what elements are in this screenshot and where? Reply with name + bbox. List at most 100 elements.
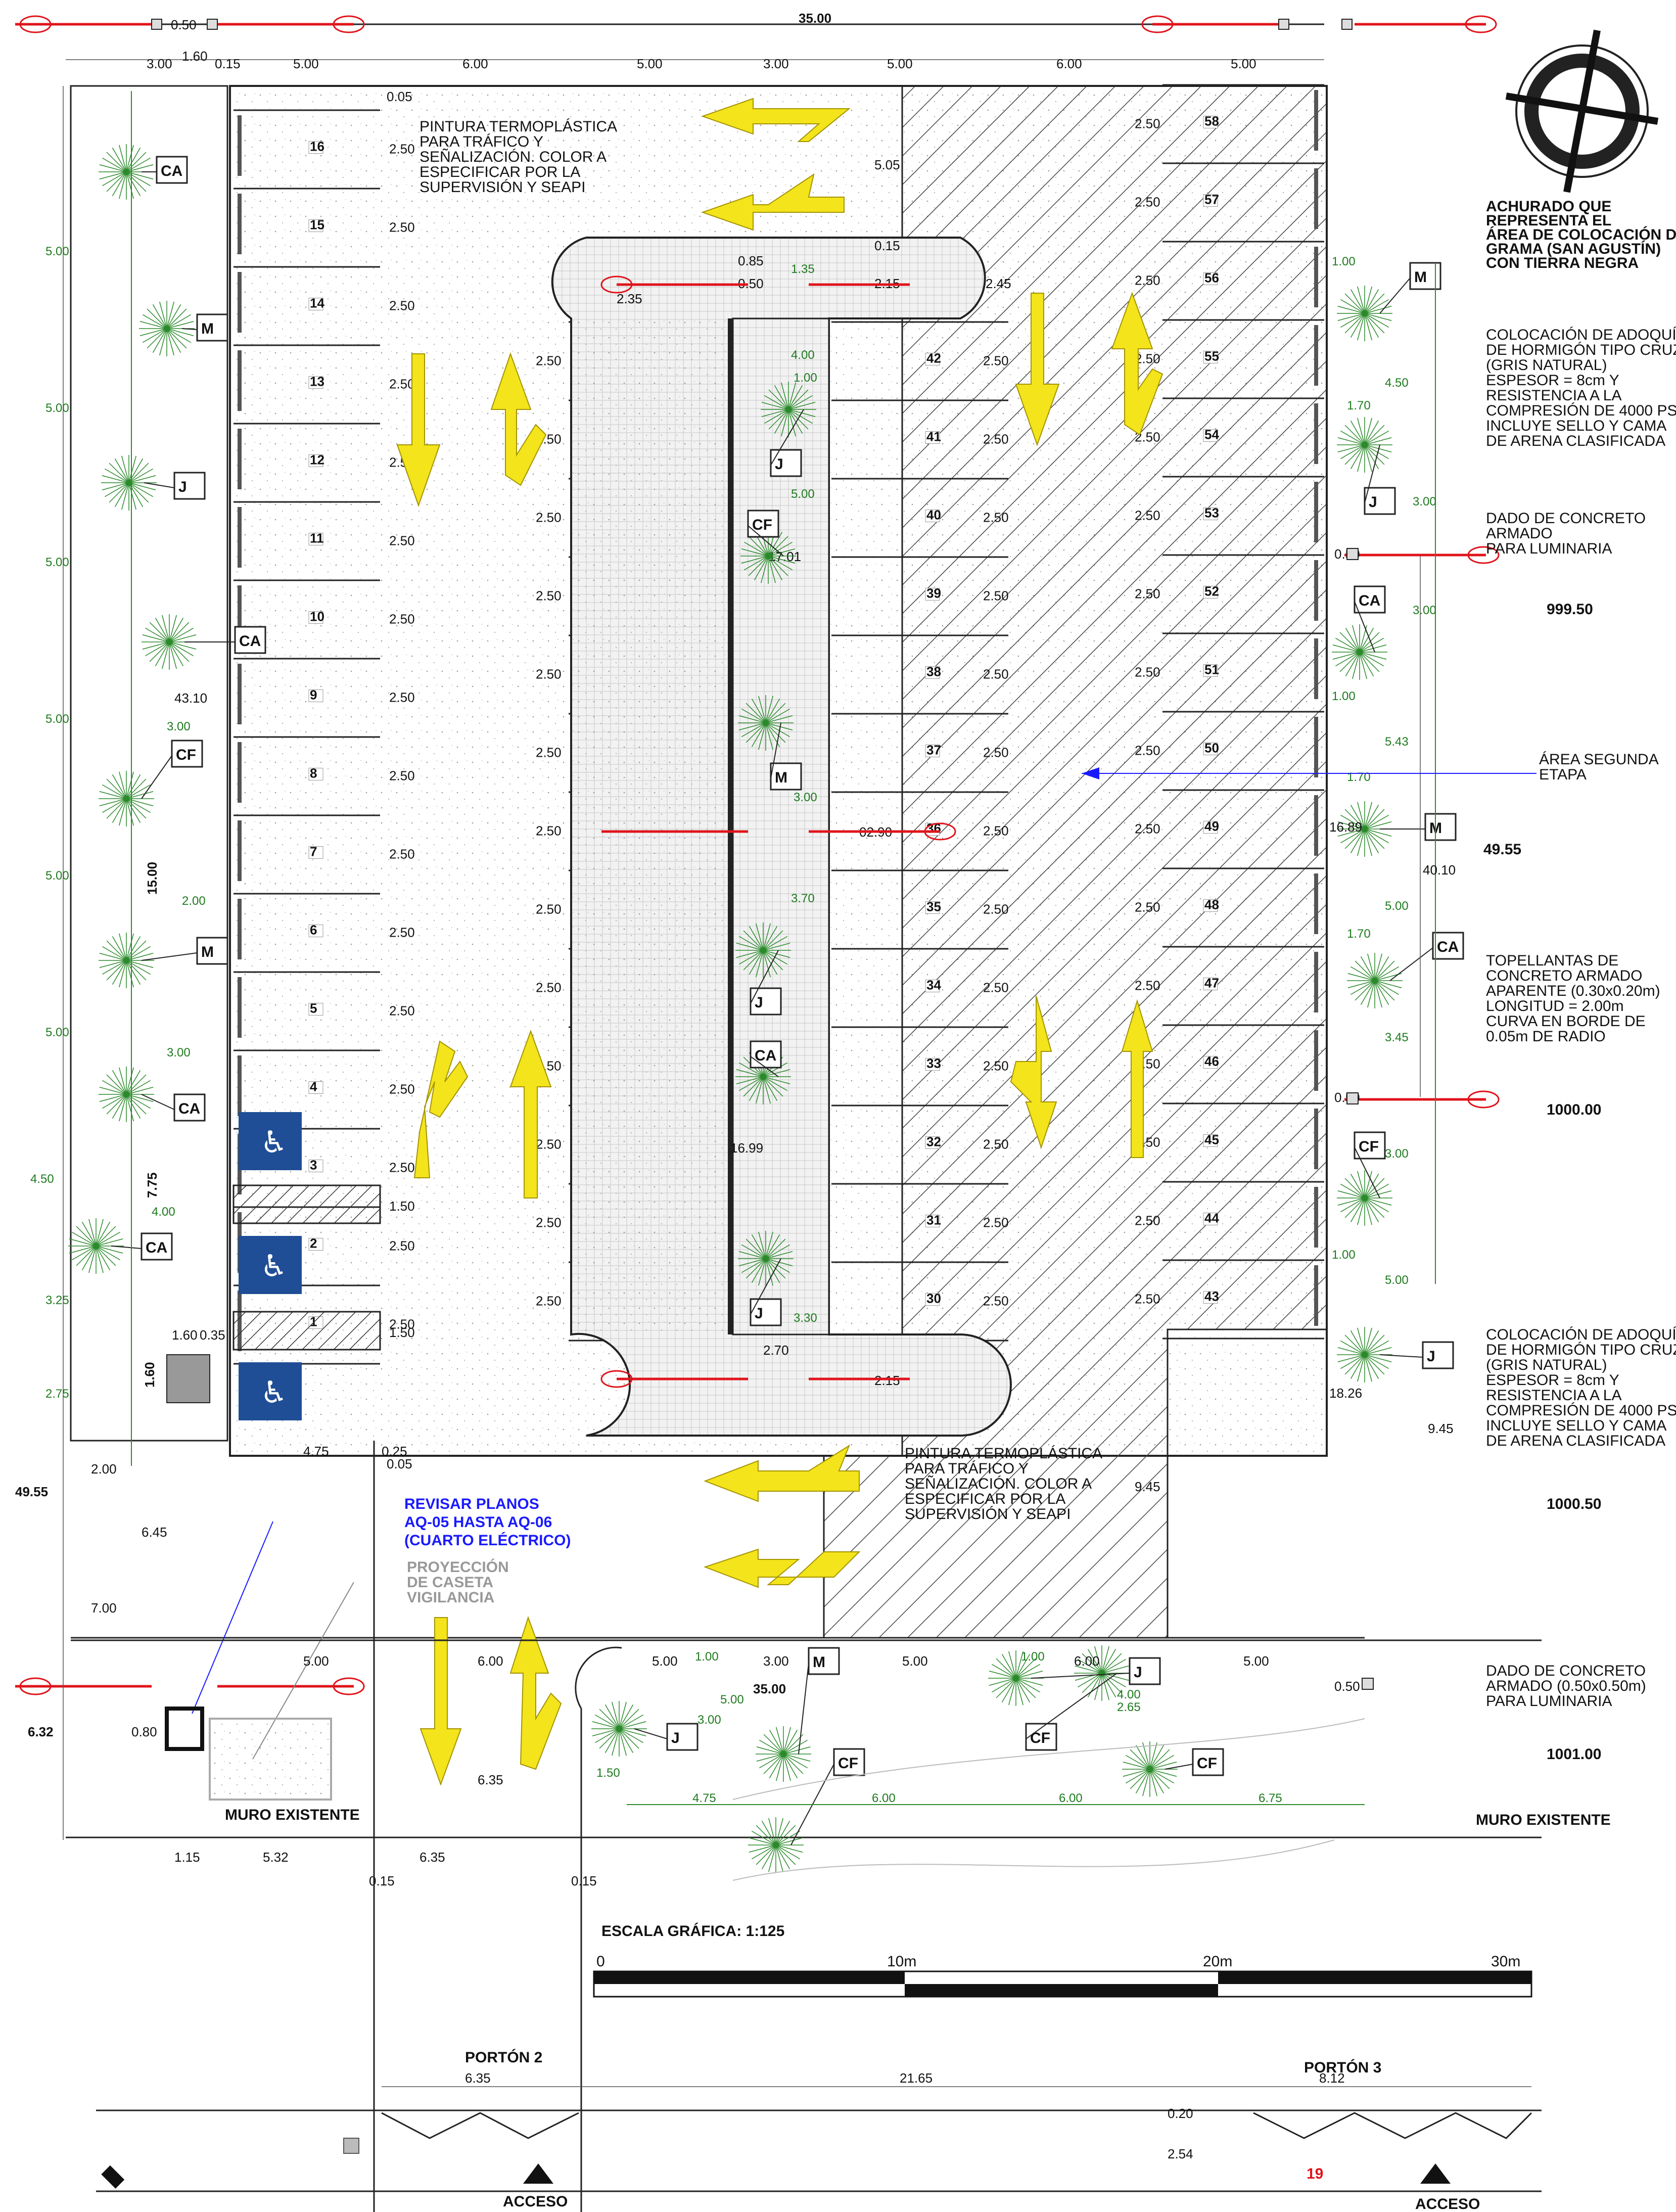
island-d235: 2.35 (617, 291, 642, 306)
tree-icon (1332, 624, 1387, 680)
top-dimensions: 35.00 0.50 1.60 3.00 0.15 5.00 6.00 5.00… (15, 11, 1497, 71)
top-small-b: 1.60 (182, 49, 208, 64)
bottom-row-1: 6.00 (872, 1791, 896, 1805)
bottom-d300: 3.00 (697, 1713, 721, 1727)
note-paver1-line: RESISTENCIA A LA (1486, 387, 1621, 404)
bottom-dimensions: 5.00 6.00 5.00 3.00 5.00 6.00 5.00 35.00… (71, 1441, 1611, 2212)
island-d500: 5.00 (791, 487, 815, 501)
wheel-stop (1314, 1109, 1318, 1169)
wheel-stop (238, 507, 242, 568)
right-stall-number: 55 (1204, 349, 1219, 364)
luminaire-icon (333, 15, 365, 33)
left-d4955: 49.55 (15, 1484, 48, 1499)
tree-tag-label: J (1427, 1348, 1435, 1365)
gates-elevation: PORTÓN 2 PORTÓN 3 6.35 21.65 8.12 0.20 2… (96, 2049, 1542, 2212)
note-tope-line: CURVA EN BORDE DE (1486, 1013, 1646, 1030)
note-tope-line: LONGITUD = 2.00m (1486, 998, 1624, 1015)
tree-tag-label: M (813, 1654, 825, 1671)
r-d450: 4.50 (1385, 376, 1409, 390)
right-stall-width-label: 2.50 (1135, 665, 1160, 680)
note-revisar-line: REVISAR PLANOS (404, 1496, 539, 1512)
tree-tag (1424, 813, 1457, 841)
mid-right-stall-width-label: 2.50 (983, 667, 1009, 682)
tree-tag-label: CF (1197, 1755, 1217, 1772)
island-d135: 1.35 (791, 262, 815, 276)
top-seg-7: 6.00 (1056, 56, 1082, 71)
right-stall-width-label: 2.50 (1135, 743, 1160, 758)
access-marker-icon (1420, 2163, 1451, 2184)
tree-tag-label: CF (1030, 1730, 1050, 1746)
island-d015: 0.15 (874, 238, 900, 253)
wheel-stop (1314, 873, 1318, 934)
r-d100b: 1.00 (1332, 689, 1356, 703)
scale-tick-0: 0 (596, 1953, 605, 1970)
right-stall-number: 58 (1204, 114, 1219, 129)
bottom-d265: 2.65 (1117, 1700, 1141, 1714)
luminaire-lines (15, 275, 1500, 1695)
tree-tag-label: CA (755, 1047, 776, 1064)
accessible-aisle (232, 1184, 381, 1224)
tree-tag (666, 1723, 699, 1751)
mid-right-stall-number: 40 (926, 508, 941, 523)
right-stall-number: 56 (1204, 270, 1219, 286)
left-dim-3: 5.00 (45, 712, 69, 726)
right-stall-width-label: 2.50 (1135, 116, 1160, 131)
note-paint1-line: PINTURA TERMOPLÁSTICA (420, 118, 617, 135)
tree-tag-label: M (201, 320, 214, 337)
tree-icon (988, 1650, 1044, 1706)
bottom-d635: 6.35 (478, 1772, 503, 1787)
wheel-stop (238, 977, 242, 1038)
mid-left-stall-width-label: 2.50 (536, 823, 562, 839)
top-seg-6: 5.00 (887, 56, 913, 71)
right-stall-number: 46 (1204, 1054, 1219, 1069)
mid-right-stall-number: 32 (926, 1134, 941, 1149)
mid-right-stall-number: 31 (926, 1213, 941, 1228)
tree-icon (99, 144, 154, 200)
luminaire-icon (600, 1370, 633, 1388)
guardhouse-projection (209, 1718, 332, 1801)
accessible-gap-1: 1.50 (389, 1199, 415, 1214)
access-label-1: ACCESO (503, 2193, 568, 2210)
right-stall-width-label: 2.50 (1135, 195, 1160, 210)
luminaire-icon (19, 1677, 52, 1695)
mid-right-stall-width-label: 2.50 (983, 902, 1009, 917)
wheel-stop (238, 742, 242, 803)
note-paint2-line: SUPERVISIÓN Y SEAPI (905, 1506, 1070, 1523)
r-d300b: 3.00 (1413, 604, 1436, 617)
tree-tag (1354, 585, 1386, 614)
accessible-aisle (232, 1311, 381, 1351)
scale-title: ESCALA GRÁFICA: 1:125 (601, 1922, 784, 1940)
left-d1500: 15.00 (145, 862, 160, 895)
left-dim-0: 5.00 (45, 245, 69, 258)
accessible-stalls: ♿ ♿ ♿ 1.50 1.50 0.05 0.05 (232, 89, 415, 1471)
right-stall-number: 50 (1204, 741, 1219, 756)
bottom-d150: 1.50 (596, 1766, 620, 1780)
left-stall-width-label: 2.50 (389, 220, 415, 235)
bottom-overall: 35.00 (753, 1681, 786, 1696)
left-stall-number: 7 (310, 844, 317, 859)
wheel-stop (1314, 1265, 1318, 1326)
traffic-arrows (396, 98, 1163, 1786)
mid-right-stall-width-label: 2.50 (983, 980, 1009, 995)
right-stall-column: 582.50572.50562.50552.50542.50532.50522.… (1135, 84, 1324, 1340)
bottom-seg-5: 6.00 (1074, 1653, 1100, 1669)
right-stall-number: 51 (1204, 662, 1219, 677)
mid-left-stall-width-label: 2.50 (536, 667, 562, 682)
tree-tag (156, 156, 188, 184)
scale-tick-1: 10m (887, 1953, 916, 1970)
left-dim-7: 3.25 (45, 1294, 69, 1307)
bottom-d050: 0.50 (1334, 1679, 1360, 1694)
left-d080: 0.80 (131, 1724, 157, 1739)
tree-icon (99, 933, 154, 988)
wheel-stop (1314, 168, 1318, 229)
tree-tag-label: M (1414, 269, 1427, 286)
north-arrow-icon (1505, 29, 1659, 193)
access-label-2: ACCESO (1415, 2196, 1480, 2212)
tree-icon (68, 1218, 124, 1274)
tree-tag (196, 937, 228, 965)
level-1000-00: 1000.00 (1547, 1101, 1601, 1118)
mid-right-stall-number: 41 (926, 429, 941, 444)
wheel-stop (238, 1055, 242, 1116)
note-paver2-line: INCLUYE SELLO Y CAMA (1486, 1417, 1666, 1434)
